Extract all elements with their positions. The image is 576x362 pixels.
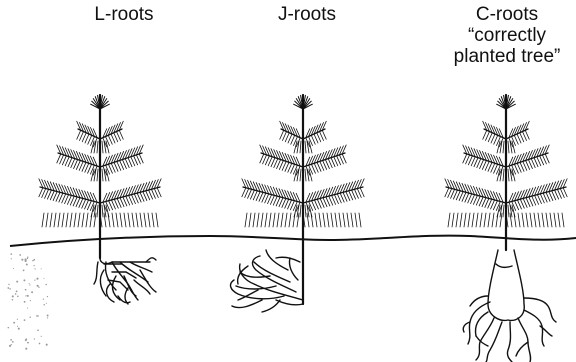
tree-branch (483, 121, 506, 147)
c-roots-tree (445, 95, 567, 250)
tree-branch (39, 179, 100, 211)
c-roots-root-system (463, 250, 556, 362)
tree-branch (445, 179, 506, 211)
tree-branch (100, 121, 123, 147)
j-roots-root-system (231, 244, 303, 312)
tree-branch (77, 121, 100, 147)
l-roots-root-system (94, 258, 156, 304)
tree-leader-tuft (497, 95, 516, 109)
tree-leader-tuft (91, 95, 110, 109)
tree-branch (280, 121, 303, 147)
tree-branch (506, 121, 529, 147)
tree-branch (506, 179, 567, 211)
ground-line (10, 236, 576, 246)
soil-speckle (7, 253, 48, 349)
tree-branch (303, 121, 326, 147)
tree-branch (303, 179, 364, 211)
tree-leader-tuft (294, 95, 313, 109)
tree-branch (100, 179, 161, 211)
l-roots-tree (39, 95, 161, 258)
tree-branch (242, 179, 303, 211)
